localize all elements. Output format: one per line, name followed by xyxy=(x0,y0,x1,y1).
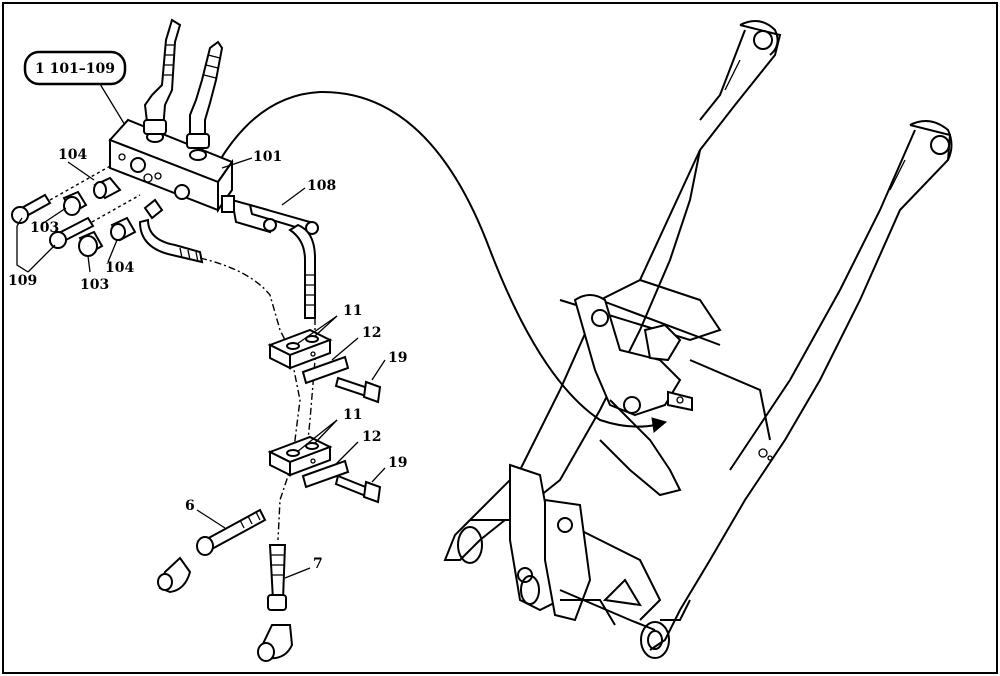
route-arrow-icon xyxy=(651,417,668,433)
callout-19-lower[interactable]: 19 xyxy=(388,455,407,471)
callout-19-upper[interactable]: 19 xyxy=(388,350,407,366)
upper-hoses xyxy=(143,18,224,149)
hose-route-line xyxy=(219,90,656,428)
callout-leaders xyxy=(16,157,386,579)
callout-12-upper[interactable]: 12 xyxy=(362,325,381,341)
plate-12-upper[interactable] xyxy=(301,355,350,385)
valve-block-101[interactable] xyxy=(108,118,234,214)
callout-labels: 101 108 104 103 104 103 109 11 12 19 11 … xyxy=(8,147,407,572)
loader-frame xyxy=(443,20,953,659)
centerline-path xyxy=(199,257,301,541)
callout-109[interactable]: 109 xyxy=(8,273,37,289)
left-fittings xyxy=(11,164,141,257)
clamp-11-upper[interactable] xyxy=(267,328,333,370)
valve-hose xyxy=(288,223,316,319)
callout-11-upper[interactable]: 11 xyxy=(343,303,362,319)
elbow-hose xyxy=(138,198,204,264)
callout-101[interactable]: 101 xyxy=(253,149,282,165)
callout-108[interactable]: 108 xyxy=(307,178,336,194)
callout-104-lower[interactable]: 104 xyxy=(105,260,134,276)
callout-12-lower[interactable]: 12 xyxy=(362,429,381,445)
callout-104-upper[interactable]: 104 xyxy=(58,147,87,163)
group-badge-label: 1 101–109 xyxy=(35,61,115,77)
group-leader-line xyxy=(99,83,129,131)
callout-6[interactable]: 6 xyxy=(185,498,195,514)
callout-7[interactable]: 7 xyxy=(313,556,323,572)
callout-103-lower[interactable]: 103 xyxy=(80,277,109,293)
callout-11-lower[interactable]: 11 xyxy=(343,407,362,423)
hose-7[interactable] xyxy=(257,544,294,662)
group-badge[interactable]: 1 101–109 xyxy=(23,50,127,86)
plate-12-lower[interactable] xyxy=(301,459,350,489)
callout-103-upper[interactable]: 103 xyxy=(30,220,59,236)
bolt-19-upper[interactable] xyxy=(334,376,382,404)
hose-6[interactable] xyxy=(157,508,267,594)
bolt-19-lower[interactable] xyxy=(334,474,382,504)
